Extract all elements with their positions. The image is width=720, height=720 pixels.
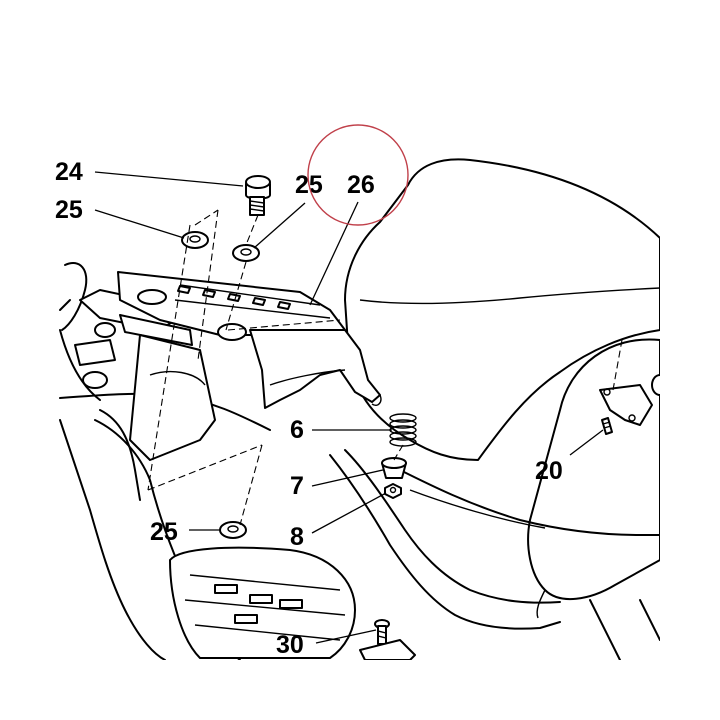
screw-30 (374, 619, 390, 645)
callout-8: 8 (290, 523, 304, 551)
callout-20: 20 (535, 457, 563, 485)
nut-8 (384, 483, 402, 499)
callout-26: 26 (347, 171, 375, 199)
washer-25-bottom (219, 521, 247, 539)
callout-25-bottom: 25 (150, 518, 178, 546)
callout-24: 24 (55, 158, 83, 186)
assembly-dash-lines (147, 209, 623, 526)
washer-25-left (181, 231, 209, 249)
leader-lines (94, 171, 604, 644)
callout-25-left: 25 (55, 196, 83, 224)
right-margin (660, 0, 720, 720)
callout-30: 30 (276, 631, 304, 659)
bolt-24 (245, 175, 271, 216)
highlight-circle (307, 124, 409, 226)
grab-rail-bracket (117, 271, 382, 409)
lower-rack-plate (169, 546, 416, 661)
callout-labels: 24 25 25 26 6 7 8 20 25 30 (55, 158, 563, 659)
left-frame-members (59, 262, 216, 461)
callout-6: 6 (290, 416, 304, 444)
callout-7: 7 (290, 472, 304, 500)
bottom-margin (0, 660, 720, 720)
washer-25-top (232, 244, 260, 262)
bush-7 (381, 457, 407, 479)
